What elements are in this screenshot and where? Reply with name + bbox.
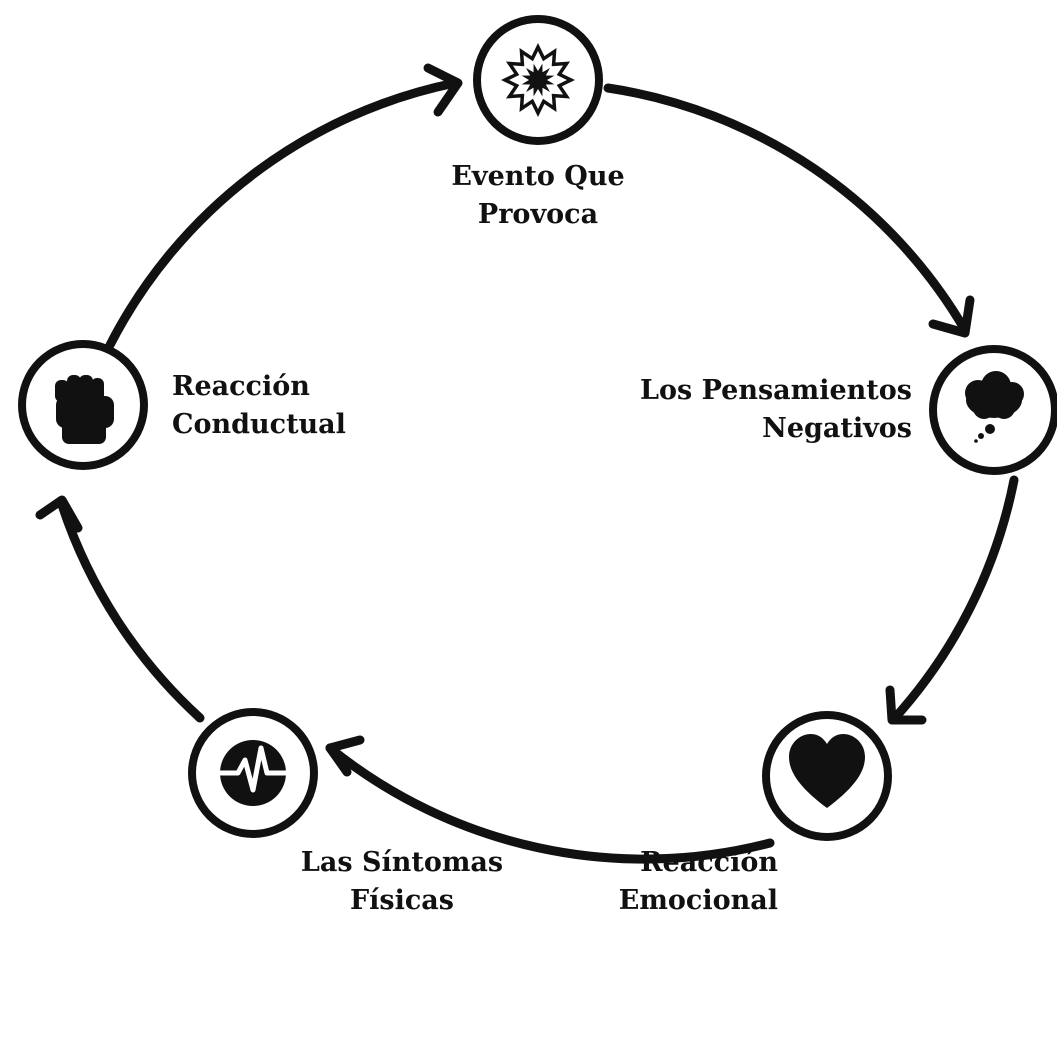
node-label-pensamientos: Los Pensamientos Negativos: [560, 372, 912, 448]
arrowhead-sintomas: [325, 735, 365, 777]
cycle-arc-sintomas-to-conductual: [57, 500, 205, 723]
node-evento: [473, 15, 603, 145]
node-label-conductual: Reacción Conductual: [172, 368, 452, 444]
label-line: Negativos: [762, 413, 912, 444]
cycle-arc-conductual-to-evento: [105, 78, 460, 350]
label-line: Emocional: [618, 885, 778, 916]
arrowhead-emocional: [885, 685, 927, 725]
node-emocional: [762, 711, 892, 841]
label-line: Evento Que: [451, 161, 625, 192]
label-line: Los Pensamientos: [640, 375, 912, 406]
node-conductual: [18, 340, 148, 470]
starburst-icon: [501, 43, 575, 117]
thought-cloud-icon: [965, 371, 1024, 443]
label-line: Reacción: [172, 371, 310, 402]
node-sintomas: [188, 708, 318, 838]
fist-icon: [55, 375, 114, 444]
cycle-arc-evento-to-pensamientos: [603, 83, 970, 335]
arrowhead-pensamientos: [928, 295, 975, 338]
node-pensamientos: [929, 345, 1057, 475]
node-label-emocional: Reacción Emocional: [560, 844, 778, 920]
node-label-evento: Evento Que Provoca: [420, 158, 656, 234]
arrowhead-conductual: [35, 495, 83, 533]
heartbeat-icon: [213, 740, 293, 806]
label-line: Conductual: [172, 409, 346, 440]
heart-icon: [789, 734, 865, 808]
label-line: Las Síntomas: [300, 847, 504, 878]
node-label-sintomas: Las Síntomas Físicas: [276, 844, 528, 920]
label-line: Reacción: [640, 847, 778, 878]
cycle-arc-emocional-to-sintomas: [325, 743, 775, 864]
arrowhead-evento: [423, 63, 463, 117]
label-line: Físicas: [349, 885, 455, 916]
cycle-arc-pensamientos-to-emocional: [888, 475, 1019, 725]
label-line: Provoca: [477, 199, 599, 230]
